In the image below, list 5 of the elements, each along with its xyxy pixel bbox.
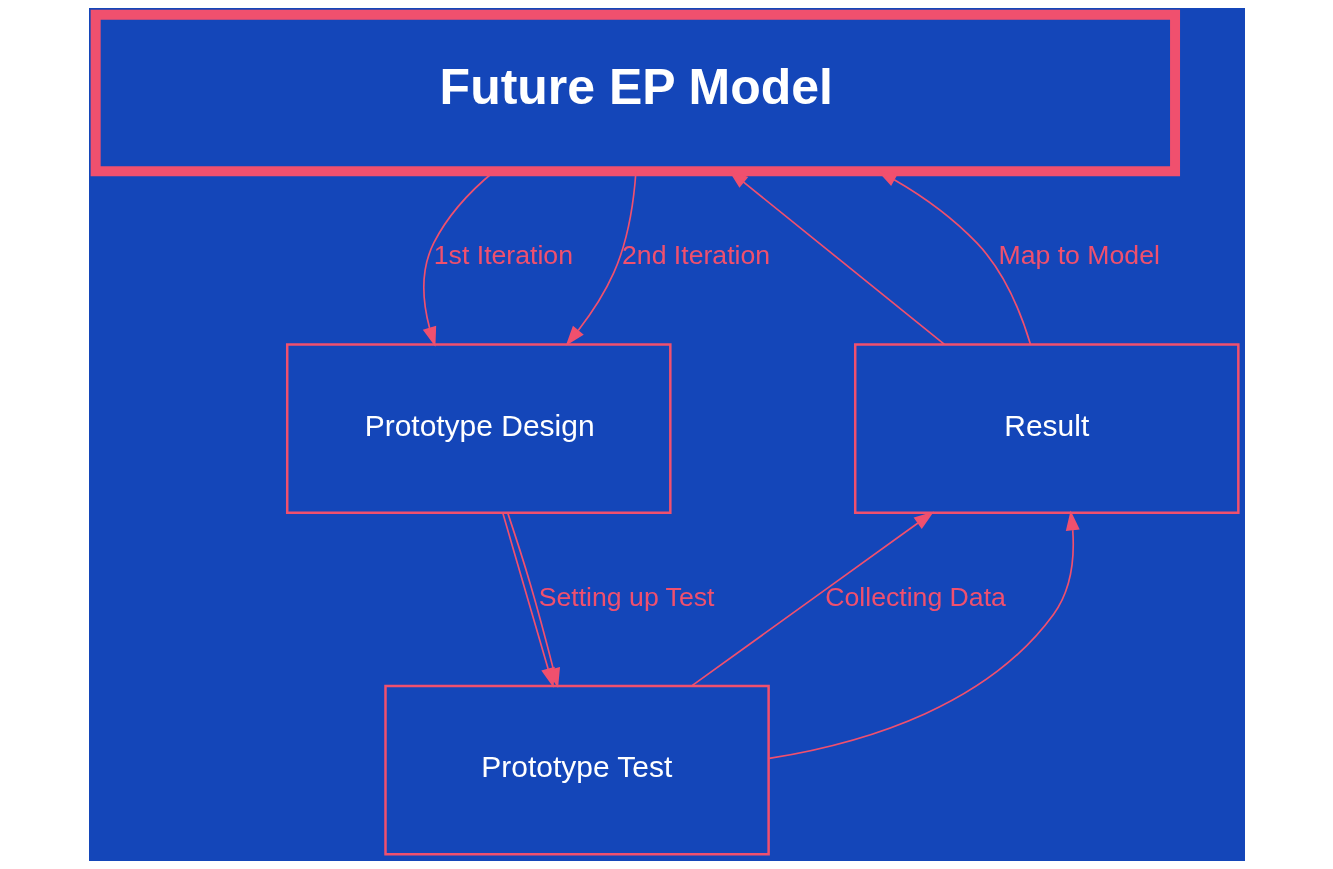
edge-label: 2nd Iteration [621, 240, 770, 271]
edge-label: Setting up Test [538, 581, 715, 612]
edge-label: Map to Model [997, 240, 1160, 271]
edge-label: Collecting Data [824, 581, 1006, 612]
edge-label: 1st Iteration [433, 240, 573, 271]
